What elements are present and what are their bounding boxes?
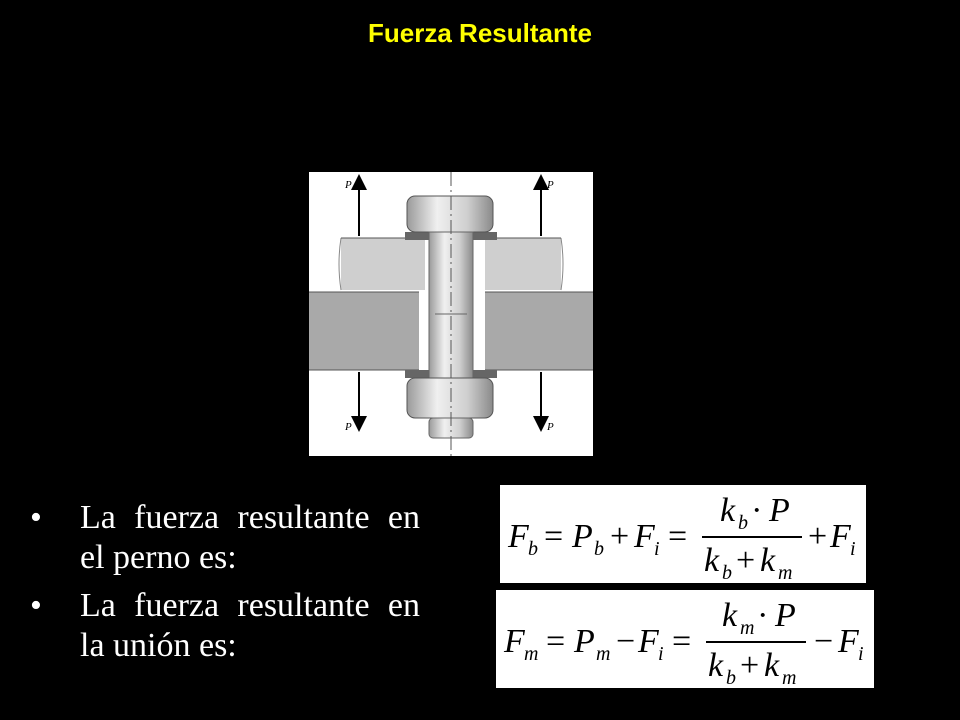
eq-subscript: b bbox=[726, 667, 736, 688]
bullet-list: • La fuerza resultante en el perno es: •… bbox=[30, 498, 430, 674]
eq-subscript: b bbox=[528, 538, 538, 560]
eq-operator: − bbox=[814, 623, 833, 660]
eq-subscript: m bbox=[778, 562, 792, 583]
eq-subscript: m bbox=[782, 667, 796, 688]
eq-operator: = bbox=[544, 518, 563, 555]
eq-term: F bbox=[503, 623, 526, 660]
bullet-item: • La fuerza resultante en el perno es: bbox=[30, 498, 430, 578]
load-label: P bbox=[546, 421, 554, 433]
eq-subscript: i bbox=[658, 643, 664, 665]
equation-bolt: F b = P b + F i = k b · P k b + k m + F … bbox=[507, 492, 856, 584]
bullet-text: La fuerza resultante en la unión es: bbox=[80, 587, 420, 664]
eq-term: F bbox=[829, 518, 852, 555]
lower-plate-right bbox=[485, 292, 593, 370]
eq-term: F bbox=[633, 518, 656, 555]
bolt-head bbox=[406, 195, 494, 233]
eq-operator: = bbox=[672, 623, 691, 660]
eq-operator: = bbox=[546, 623, 565, 660]
eq-subscript: b bbox=[722, 562, 732, 583]
eq-operator: + bbox=[808, 518, 827, 555]
eq-subscript: b bbox=[738, 512, 748, 534]
equation-bolt-box: F b = P b + F i = k b · P k b + k m + F … bbox=[500, 485, 866, 584]
eq-term: k bbox=[760, 542, 776, 579]
eq-subscript: i bbox=[654, 538, 660, 560]
load-label: P bbox=[344, 421, 352, 433]
bullet-marker: • bbox=[30, 587, 42, 624]
upper-plate-right bbox=[485, 238, 561, 290]
equation-joint: F m = P m − F i = k m · P k b + k m − F … bbox=[503, 597, 864, 689]
bullet-marker: • bbox=[30, 499, 42, 536]
equation-joint-box: F m = P m − F i = k m · P k b + k m − F … bbox=[496, 590, 874, 689]
eq-subscript: b bbox=[594, 538, 604, 560]
eq-term: k bbox=[708, 647, 724, 684]
bullet-item: • La fuerza resultante en la unión es: bbox=[30, 586, 430, 666]
upper-plate-left bbox=[341, 238, 425, 290]
eq-operator: + bbox=[740, 647, 759, 684]
eq-operator: = bbox=[668, 518, 687, 555]
eq-term: F bbox=[837, 623, 860, 660]
load-label: P bbox=[344, 179, 352, 191]
eq-term: F bbox=[637, 623, 660, 660]
eq-term: P bbox=[571, 518, 593, 555]
bullet-text: La fuerza resultante en el perno es: bbox=[80, 499, 420, 576]
eq-operator: + bbox=[736, 542, 755, 579]
eq-term: · P bbox=[752, 492, 790, 529]
eq-subscript: i bbox=[858, 643, 864, 665]
eq-term: k bbox=[704, 542, 720, 579]
eq-operator: + bbox=[610, 518, 629, 555]
lower-plate-left bbox=[309, 292, 419, 370]
bolted-joint-drawing: P P P P bbox=[309, 172, 593, 456]
eq-subscript: m bbox=[596, 643, 610, 665]
eq-term: k bbox=[720, 492, 736, 529]
load-label: P bbox=[546, 179, 554, 191]
eq-subscript: i bbox=[850, 538, 856, 560]
eq-operator: − bbox=[616, 623, 635, 660]
eq-term: P bbox=[573, 623, 595, 660]
slide-title: Fuerza Resultante bbox=[368, 18, 592, 48]
eq-subscript: m bbox=[740, 617, 754, 639]
nut bbox=[406, 377, 494, 419]
eq-term: k bbox=[764, 647, 780, 684]
eq-subscript: m bbox=[524, 643, 538, 665]
eq-term: k bbox=[722, 597, 738, 634]
eq-term: · P bbox=[758, 597, 796, 634]
eq-term: F bbox=[507, 518, 530, 555]
bolted-joint-figure: P P P P bbox=[309, 172, 593, 456]
